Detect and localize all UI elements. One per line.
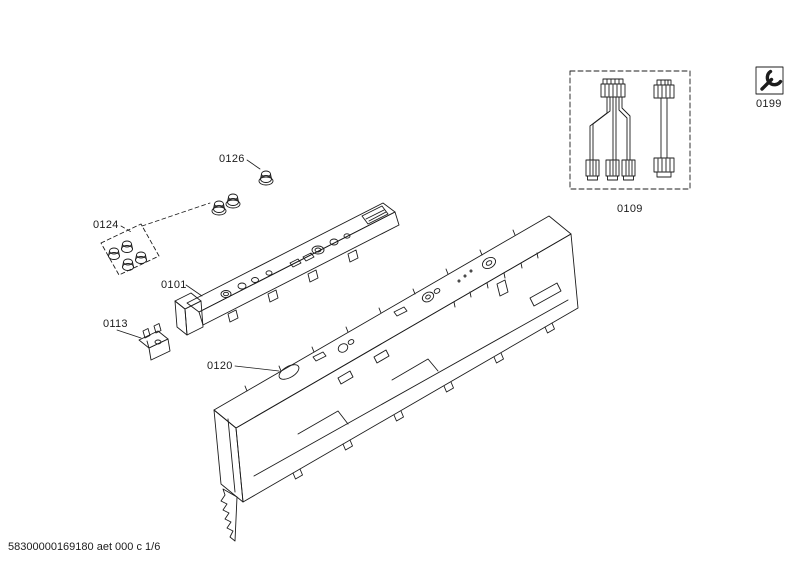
callout-0113: 0113 [103, 318, 128, 330]
service-wrench-icon [755, 66, 784, 95]
callout-0120: 0120 [207, 360, 233, 372]
callout-0199: 0199 [756, 98, 782, 110]
leader-lines [116, 159, 280, 372]
callout-0124: 0124 [93, 219, 119, 231]
callout-0101: 0101 [161, 279, 187, 291]
callout-0126: 0126 [219, 153, 245, 165]
fascia-panel-drawing [213, 215, 579, 542]
push-button-pair-drawing [211, 193, 241, 216]
push-button-single-drawing [258, 170, 274, 186]
control-module-drawing [174, 202, 400, 336]
cable-harness-drawing [569, 70, 691, 190]
callout-0109: 0109 [617, 203, 643, 215]
mounting-clip-drawing [138, 323, 171, 361]
document-number: 58300000169180 aet 000 c 1/6 [8, 541, 161, 553]
